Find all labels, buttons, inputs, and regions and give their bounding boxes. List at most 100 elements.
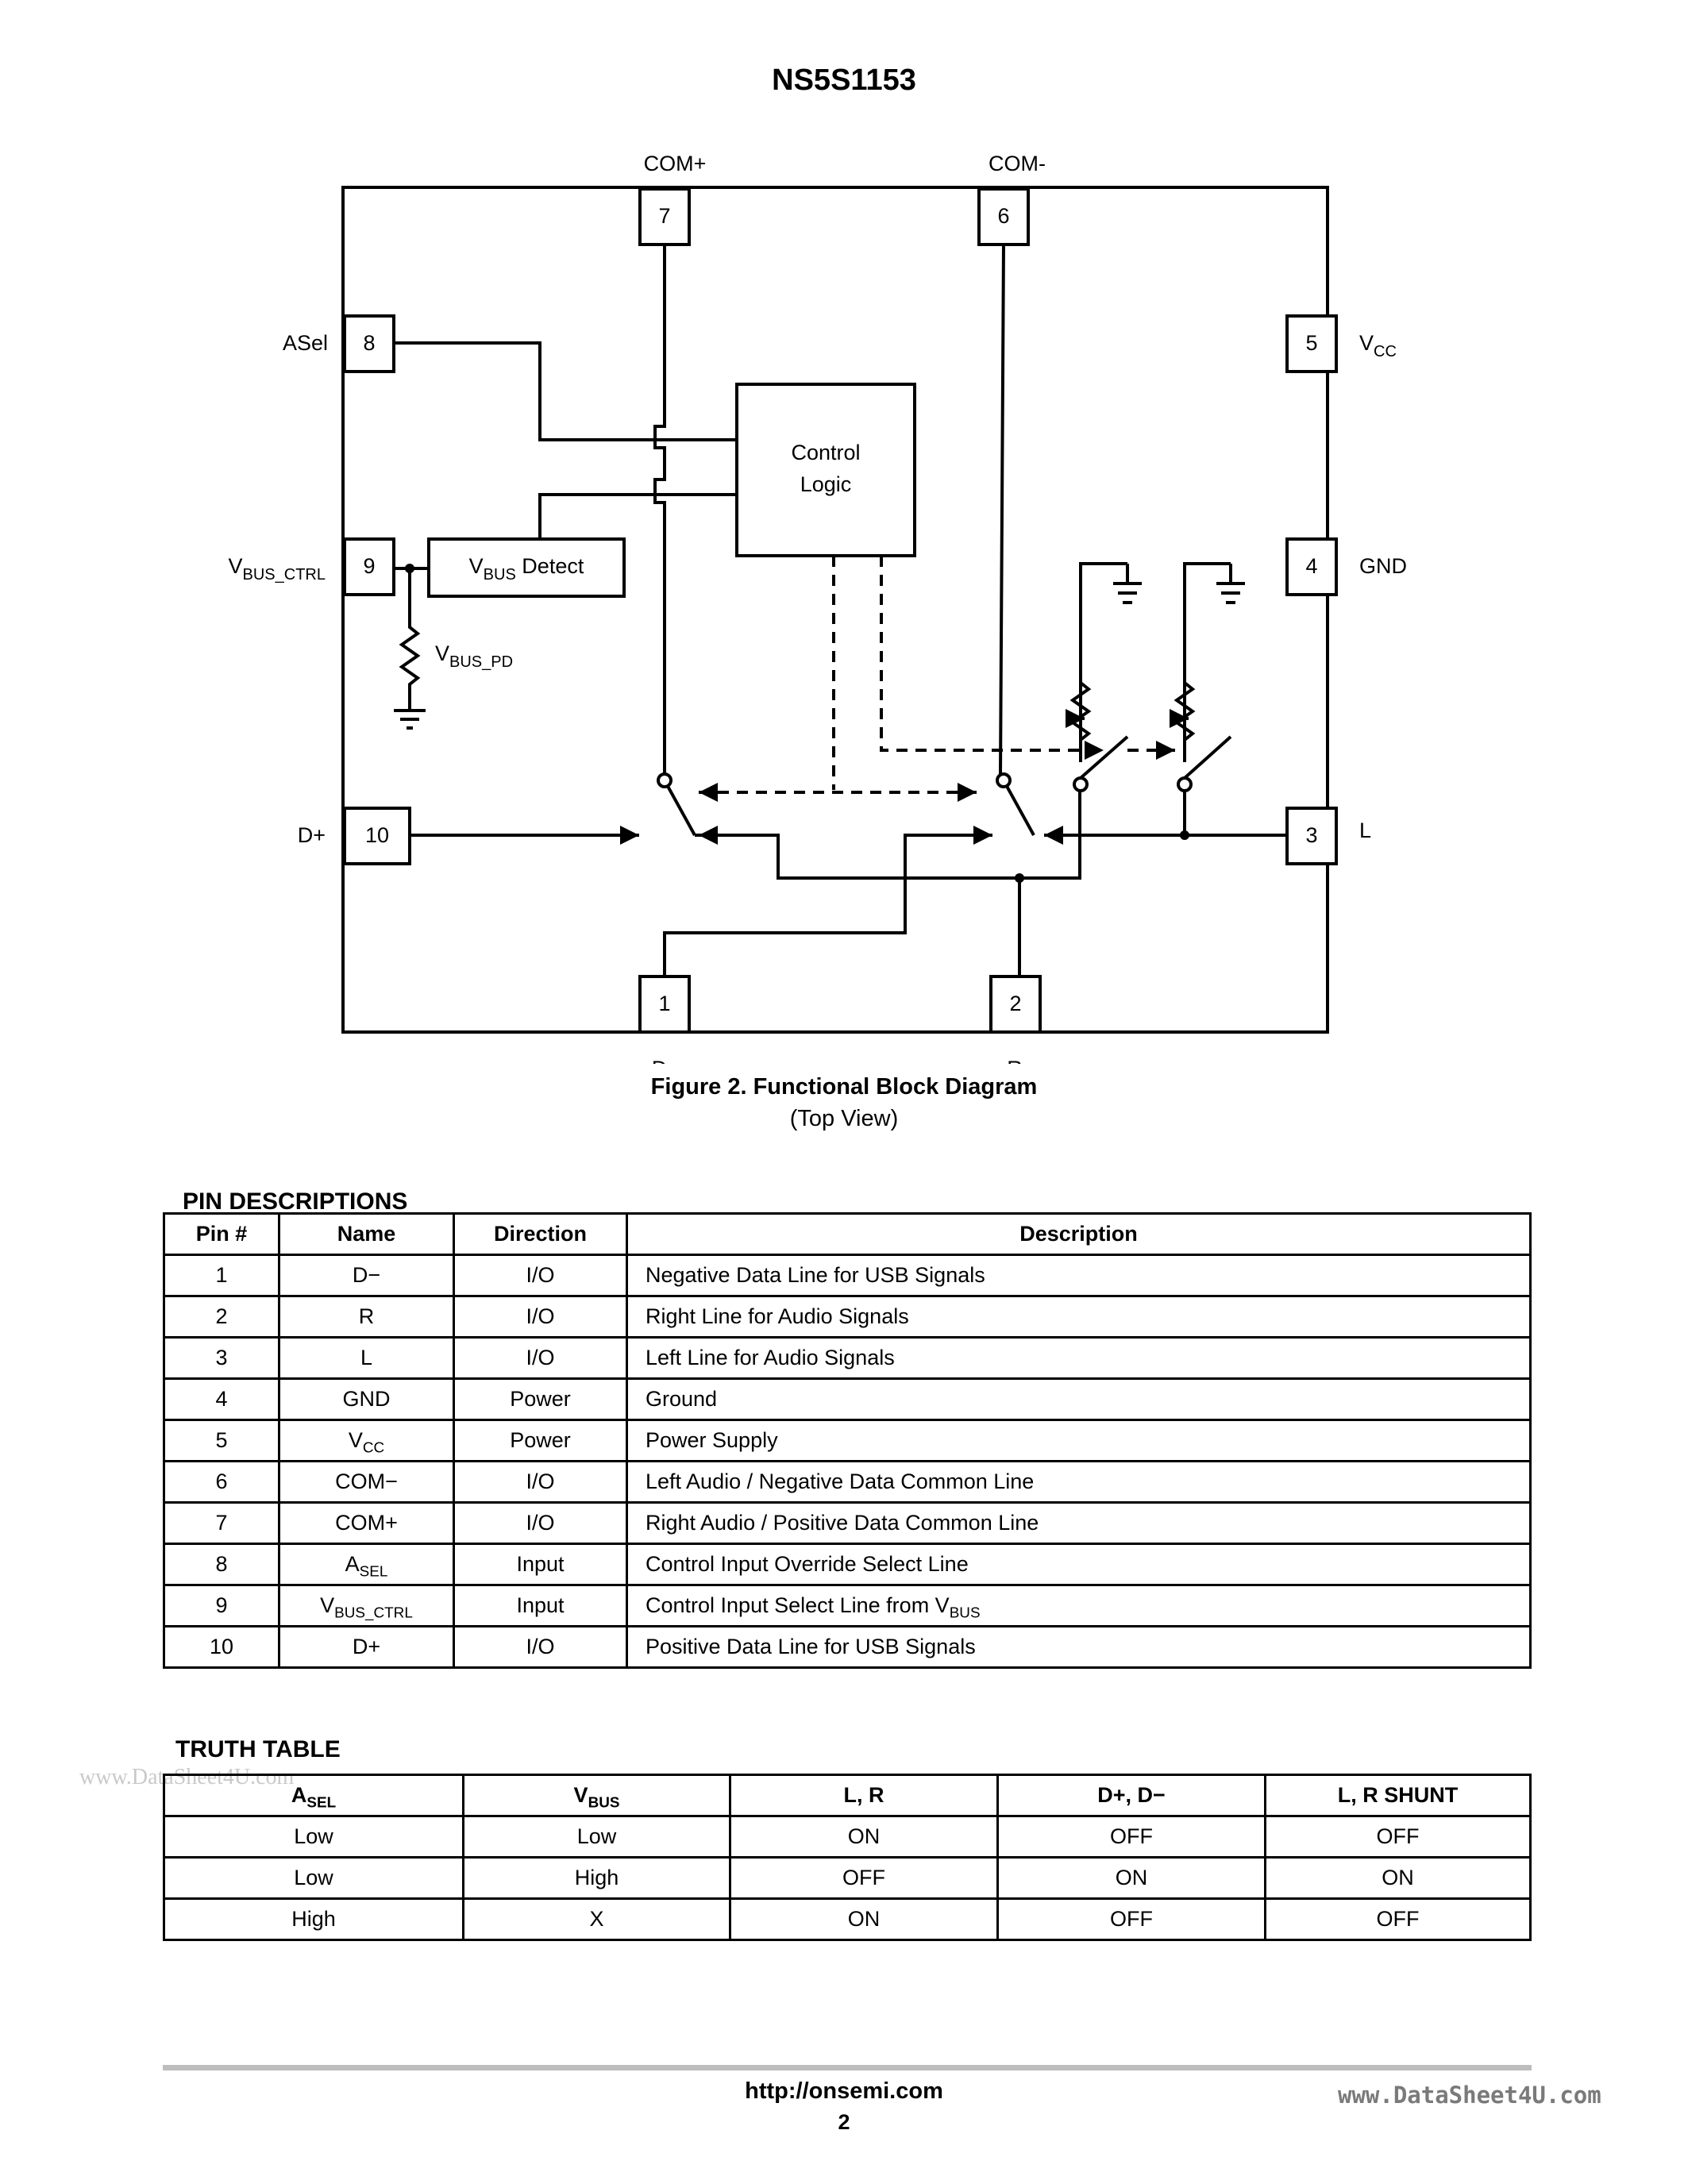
pin-box-1 xyxy=(638,975,691,1034)
table-cell: Low xyxy=(163,1856,464,1900)
table-cell: OFF xyxy=(1264,1897,1532,1941)
header-cell: L, R SHUNT xyxy=(1264,1774,1532,1817)
table-cell: R xyxy=(278,1295,455,1339)
footer-url[interactable]: http://onsemi.com xyxy=(745,2078,943,2104)
pin-number-5: 5 xyxy=(1305,331,1317,355)
table-cell: 1 xyxy=(163,1254,280,1297)
page-number: 2 xyxy=(838,2110,850,2134)
label-gnd: GND xyxy=(1359,554,1407,578)
pin-number-2: 2 xyxy=(1009,992,1021,1015)
table-cell: Right Audio / Positive Data Common Line xyxy=(626,1501,1532,1545)
control-logic-line2: Logic xyxy=(800,472,852,496)
label-l: L xyxy=(1359,819,1371,842)
pin-number-1: 1 xyxy=(658,992,670,1015)
table-cell: Input xyxy=(453,1543,628,1586)
table-cell: OFF xyxy=(729,1856,999,1900)
table-cell: OFF xyxy=(996,1815,1266,1859)
header-cell: VBUS xyxy=(462,1774,731,1817)
table-cell: Control Input Select Line from VBUS xyxy=(626,1584,1532,1627)
pin-number-9: 9 xyxy=(363,554,375,578)
table-cell: 4 xyxy=(163,1377,280,1421)
pin-number-4: 4 xyxy=(1305,554,1317,578)
figure-subcaption: (Top View) xyxy=(789,1106,899,1131)
label-r: R xyxy=(1007,1057,1023,1064)
header-cell: L, R xyxy=(729,1774,999,1817)
table-cell: ON xyxy=(996,1856,1266,1900)
table-cell: I/O xyxy=(453,1460,628,1504)
table-cell: Left Line for Audio Signals xyxy=(626,1336,1532,1380)
table-cell: Low xyxy=(163,1815,464,1859)
table-cell: OFF xyxy=(1264,1815,1532,1859)
footer-divider xyxy=(163,2065,1532,2070)
table-cell: 7 xyxy=(163,1501,280,1545)
pin-box-7 xyxy=(638,187,691,246)
pin-number-10: 10 xyxy=(365,823,389,847)
label-dplus: D+ xyxy=(298,823,326,847)
control-logic-line1: Control xyxy=(791,441,860,464)
label-com-plus: COM+ xyxy=(644,152,707,175)
table-cell: ASEL xyxy=(278,1543,455,1586)
table-cell: High xyxy=(163,1897,464,1941)
switch-contact-right xyxy=(996,772,1012,788)
table-cell: VCC xyxy=(278,1419,455,1462)
label-dminus: D- xyxy=(652,1057,675,1064)
truth-table-heading: TRUTH TABLE xyxy=(175,1736,341,1762)
shunt-contact-l xyxy=(1177,776,1193,792)
pin-number-3: 3 xyxy=(1305,823,1317,847)
header-cell: Description xyxy=(626,1212,1532,1256)
table-cell: Negative Data Line for USB Signals xyxy=(626,1254,1532,1297)
vbus-pd-label: VBUS_PD xyxy=(435,641,513,671)
table-cell: GND xyxy=(278,1377,455,1421)
junction-l xyxy=(1180,830,1189,840)
junction-r xyxy=(1015,873,1024,883)
table-cell: COM− xyxy=(278,1460,455,1504)
table-cell: Low xyxy=(462,1815,731,1859)
label-com-minus: COM- xyxy=(989,152,1046,175)
document-title: NS5S1153 xyxy=(772,64,916,97)
pin-number-7: 7 xyxy=(658,204,670,228)
table-cell: Control Input Override Select Line xyxy=(626,1543,1532,1586)
table-cell: I/O xyxy=(453,1336,628,1380)
table-cell: Positive Data Line for USB Signals xyxy=(626,1625,1532,1669)
header-cell: Name xyxy=(278,1212,455,1256)
table-cell: 5 xyxy=(163,1419,280,1462)
table-cell: 9 xyxy=(163,1584,280,1627)
table-cell: ON xyxy=(1264,1856,1532,1900)
pin-box-2 xyxy=(989,975,1042,1034)
table-cell: Input xyxy=(453,1584,628,1627)
pin-box-6 xyxy=(977,187,1030,246)
pin-number-6: 6 xyxy=(997,204,1009,228)
watermark-right: www.DataSheet4U.com xyxy=(1338,2082,1601,2109)
table-cell: ON xyxy=(729,1815,999,1859)
header-cell: ASEL xyxy=(163,1774,464,1817)
label-asel: ASel xyxy=(283,331,328,355)
table-cell: L xyxy=(278,1336,455,1380)
table-cell: D+ xyxy=(278,1625,455,1669)
table-cell: VBUS_CTRL xyxy=(278,1584,455,1627)
table-cell: Power xyxy=(453,1419,628,1462)
label-vcc: VCC xyxy=(1359,331,1397,360)
control-logic-block xyxy=(735,383,916,557)
table-cell: OFF xyxy=(996,1897,1266,1941)
table-cell: I/O xyxy=(453,1501,628,1545)
switch-contact-left xyxy=(657,772,673,788)
shunt-contact-r xyxy=(1073,776,1089,792)
vbus-detect-label: VBUS Detect xyxy=(469,554,584,584)
table-cell: Ground xyxy=(626,1377,1532,1421)
table-header-row: Pin # Name Direction Description xyxy=(163,1212,1532,1256)
table-cell: Power Supply xyxy=(626,1419,1532,1462)
pin-box-8 xyxy=(343,314,395,373)
pin-box-4 xyxy=(1285,537,1338,596)
